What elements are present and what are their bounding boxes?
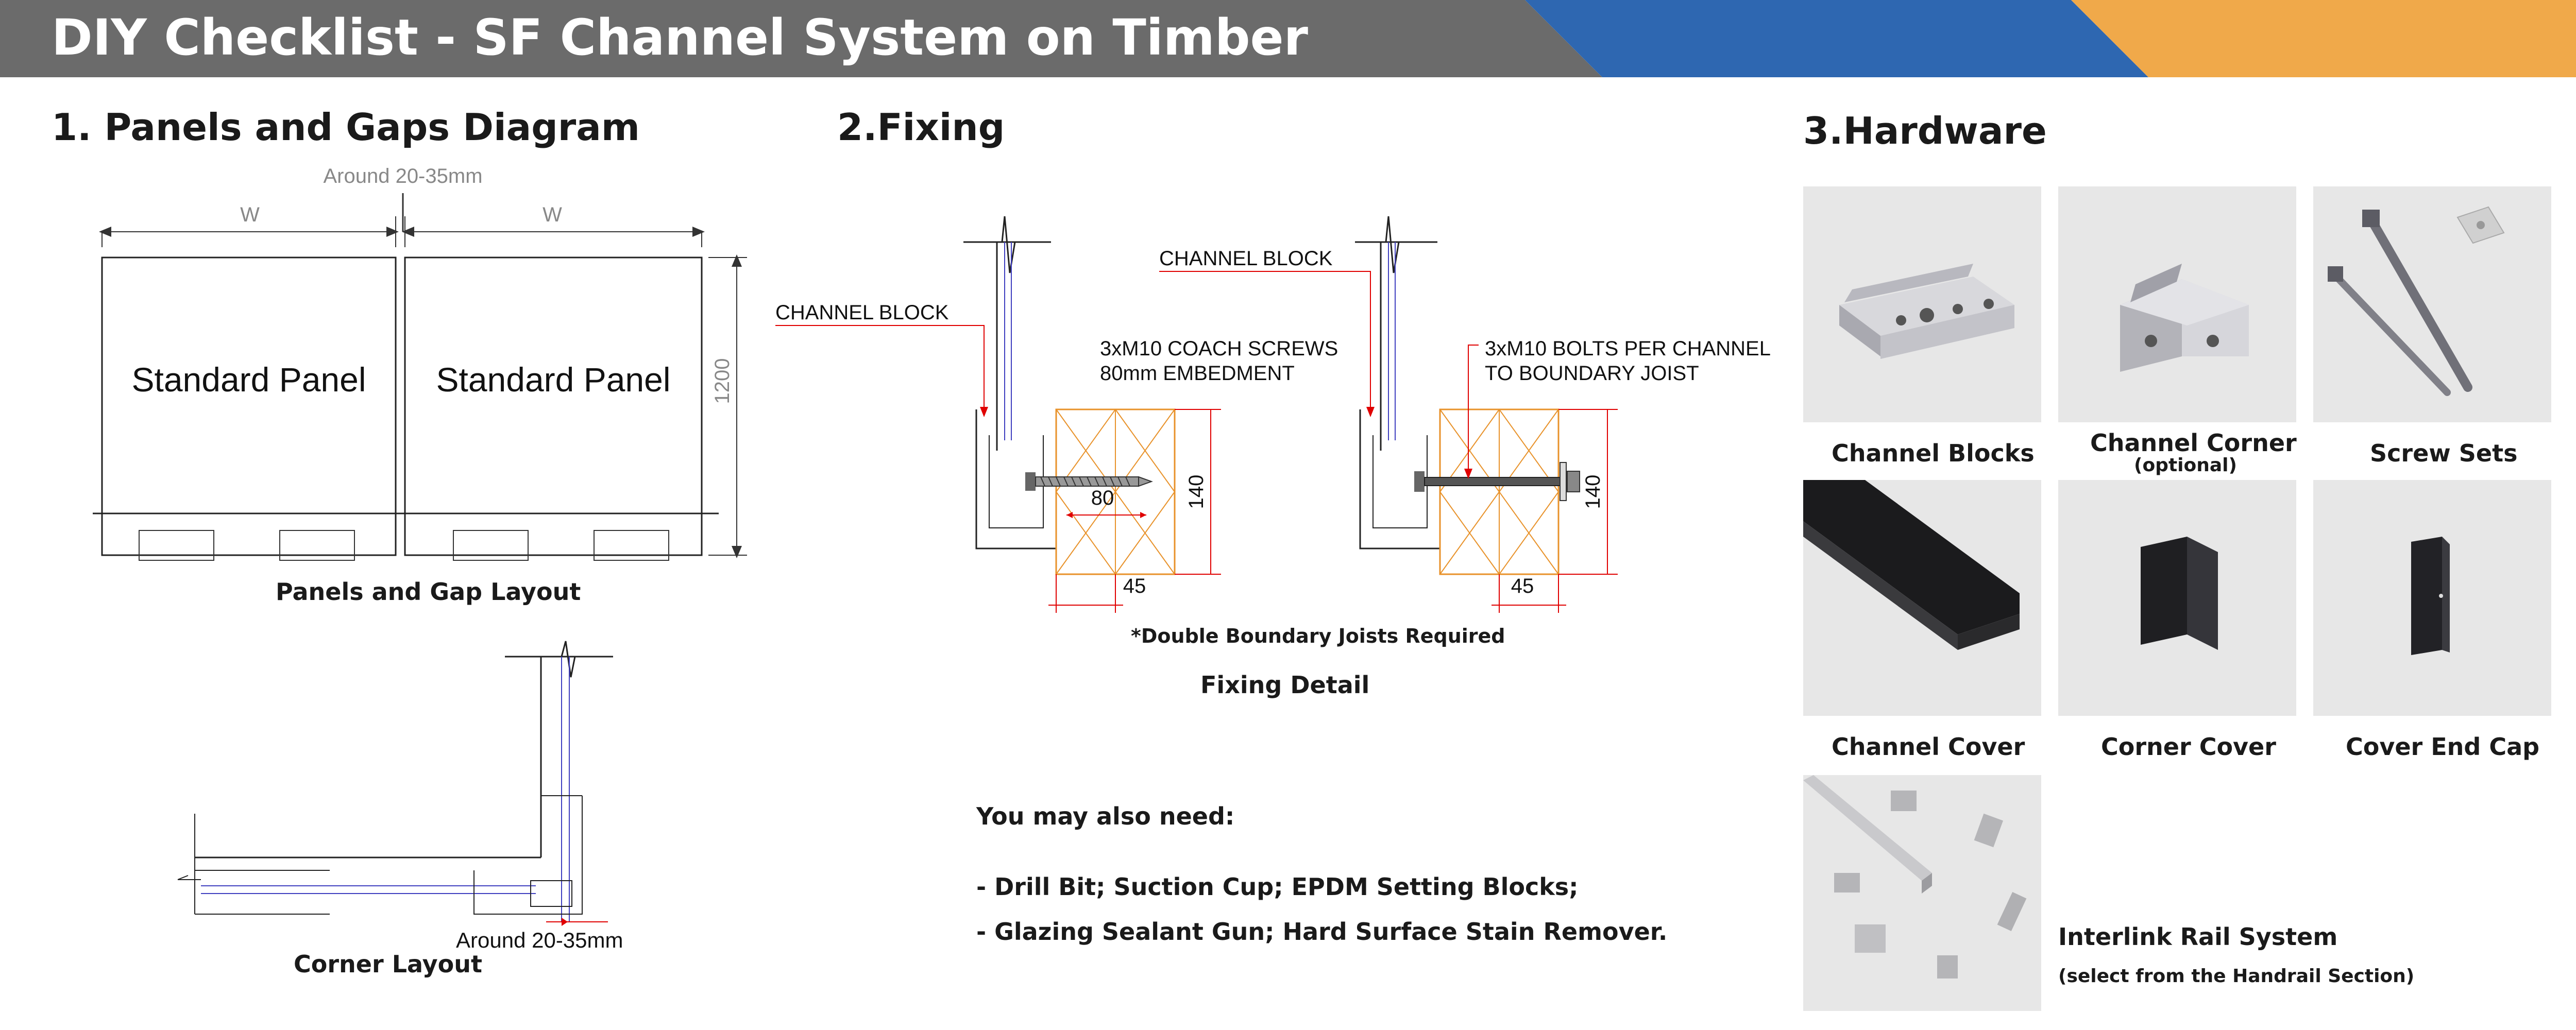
panels-diagram: Around 20-35mm W W Standard Panel Standa… [93, 165, 747, 561]
height-label: 1200 [711, 358, 734, 404]
hardware-section-title: 3.Hardware [1803, 109, 2047, 152]
channel-corner-icon [2120, 264, 2249, 372]
left-block-label: CHANNEL BLOCK [775, 301, 949, 324]
cover-end-cap-image [2313, 480, 2551, 716]
also-need-title: You may also need: [976, 802, 1235, 830]
screw-set-icon [2328, 206, 2505, 396]
left-screw-label-2: 80mm EMBEDMENT [1100, 362, 1295, 385]
hardware-sublabel-channel-corner: (optional) [2134, 455, 2237, 476]
end-cap-icon [2411, 537, 2450, 655]
channel-blocks-image [1803, 186, 2041, 422]
fixing-note: *Double Boundary Joists Required [1131, 625, 1505, 647]
interlink-rail-icon [1803, 775, 2027, 978]
fixing-diagram: CHANNEL BLOCK 80 140 45 3xM10 COACH SCRE… [775, 216, 1771, 613]
width-label-1: W [240, 203, 260, 226]
left-embed-dim: 80 [1091, 487, 1114, 509]
right-width-dim: 45 [1511, 575, 1534, 597]
standard-panel-2 [404, 256, 703, 556]
hardware-label-channel-cover: Channel Cover [1832, 733, 2025, 761]
standard-panel-1 [101, 256, 397, 556]
corner-caption: Corner Layout [294, 950, 482, 978]
hardware-label-interlink-rail: Interlink Rail System [2058, 923, 2338, 951]
right-block-label: CHANNEL BLOCK [1159, 247, 1333, 270]
also-need-item: - Drill Bit; Suction Cup; EPDM Setting B… [976, 873, 1579, 901]
channel-block-icon [1839, 264, 2014, 359]
layout-caption: Panels and Gap Layout [276, 578, 581, 606]
screw-sets-image [2313, 186, 2551, 422]
fixing-caption: Fixing Detail [1200, 671, 1370, 699]
corner-gap-label: Around 20-35mm [456, 928, 623, 952]
hardware-label-corner-cover: Corner Cover [2101, 733, 2276, 761]
panels-section-title: 1. Panels and Gaps Diagram [52, 106, 640, 149]
hardware-sublabel-interlink-rail: (select from the Handrail Section) [2058, 966, 2415, 987]
interlink-rail-image [1803, 775, 2041, 1011]
hardware-label-channel-corner: Channel Corner [2090, 429, 2297, 457]
left-height-dim: 140 [1185, 475, 1208, 509]
channel-cover-image [1803, 480, 2041, 716]
right-bolt-label-2: TO BOUNDARY JOIST [1485, 362, 1699, 385]
panel-label-1: Standard Panel [131, 360, 366, 399]
channel-corner-image [2058, 186, 2296, 422]
hardware-label-screw-sets: Screw Sets [2370, 439, 2518, 467]
corner-cover-icon [2141, 537, 2218, 650]
page-title: DIY Checklist - SF Channel System on Tim… [52, 9, 1308, 66]
panel-label-2: Standard Panel [436, 360, 670, 399]
hardware-label-channel-blocks: Channel Blocks [1832, 439, 2035, 467]
right-height-dim: 140 [1582, 475, 1604, 509]
width-label-2: W [543, 203, 562, 226]
header-banner [0, 0, 2576, 77]
channel-cover-icon [1803, 480, 2020, 650]
left-screw-label-1: 3xM10 COACH SCREWS [1100, 337, 1338, 360]
corner-gap-label-svg: Around 20-35mm [456, 928, 623, 952]
hardware-label-cover-end-cap: Cover End Cap [2346, 733, 2540, 761]
fixing-section-title: 2.Fixing [837, 106, 1005, 149]
corner-diagram [177, 641, 613, 926]
right-bolt-label-1: 3xM10 BOLTS PER CHANNEL [1485, 337, 1771, 360]
also-need-item: - Glazing Sealant Gun; Hard Surface Stai… [976, 918, 1668, 946]
gap-label: Around 20-35mm [323, 165, 482, 187]
corner-cover-image [2058, 480, 2296, 716]
left-width-dim: 45 [1123, 575, 1146, 597]
